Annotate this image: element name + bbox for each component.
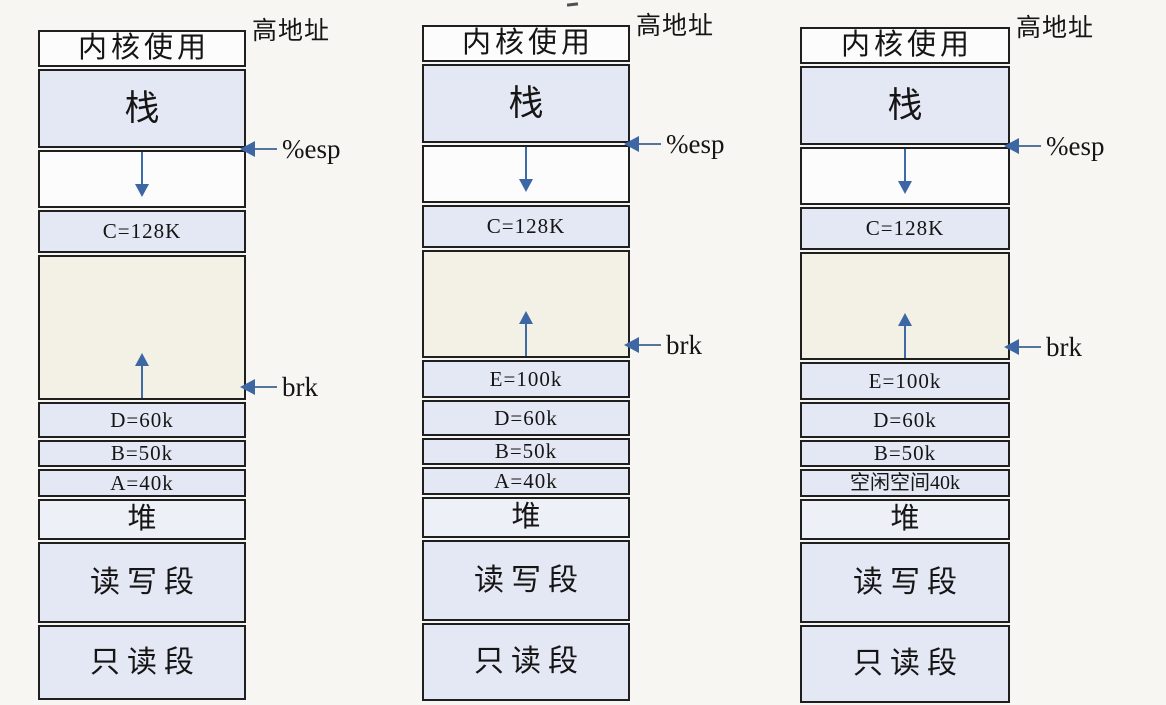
segment-e: E=100k	[422, 360, 630, 398]
segment-d: D=60k	[38, 402, 246, 438]
brk-arrow-icon	[1004, 339, 1019, 355]
segment-stack: 栈	[800, 66, 1010, 145]
esp-label: %esp	[666, 128, 725, 159]
brk-pointer: brk	[240, 372, 318, 402]
segment-a: A=40k	[38, 469, 246, 497]
esp-arrow-icon	[240, 141, 255, 157]
esp-pointer: %esp	[1004, 131, 1104, 161]
segment-b: B=50k	[800, 440, 1010, 467]
heap-growth-up-arrow-icon	[135, 353, 149, 398]
high-address-label: 高地址	[636, 13, 715, 40]
stack-growth-down-arrow-icon	[519, 147, 533, 192]
segment-read-only: 只读段	[38, 625, 246, 700]
memory-stack-2: 内核使用 栈 C=128K E=100k D=60k B=50k A=40k 堆…	[422, 25, 630, 701]
segment-kernel: 内核使用	[422, 25, 630, 62]
brk-label: brk	[282, 371, 318, 402]
segment-e: E=100k	[800, 362, 1010, 400]
segment-b: B=50k	[38, 440, 246, 467]
memory-snapshot-2: 高地址 内核使用 栈 C=128K E=100k D=60k B=50k A=4…	[422, 13, 802, 701]
heap-growth-up-arrow-icon	[898, 313, 912, 358]
free-space-region	[38, 255, 246, 400]
segment-free-space-40k: 空闲空间40k	[800, 469, 1010, 497]
esp-label: %esp	[1046, 130, 1105, 161]
free-space-region	[800, 252, 1010, 360]
segment-c: C=128K	[422, 205, 630, 248]
high-address-label: 高地址	[1016, 15, 1095, 42]
esp-arrow-icon	[1004, 138, 1019, 154]
segment-c: C=128K	[38, 210, 246, 253]
brk-arrow-icon	[624, 337, 639, 353]
memory-snapshot-3: 高地址 内核使用 栈 C=128K E=100k D=60k B=50k 空闲空…	[800, 15, 1166, 703]
segment-read-write: 读写段	[422, 540, 630, 621]
segment-read-write: 读写段	[38, 542, 246, 623]
brk-pointer: brk	[1004, 332, 1082, 362]
scan-artifact-dash	[566, 2, 579, 7]
brk-pointer: brk	[624, 330, 702, 360]
stack-growth-down-arrow-icon	[135, 152, 149, 197]
segment-heap: 堆	[38, 499, 246, 540]
stack-growth-region	[800, 147, 1010, 205]
stack-growth-region	[38, 150, 246, 208]
esp-label: %esp	[282, 133, 341, 164]
segment-read-write: 读写段	[800, 542, 1010, 623]
segment-heap: 堆	[422, 497, 630, 538]
segment-read-only: 只读段	[800, 625, 1010, 703]
free-space-region	[422, 250, 630, 358]
segment-d: D=60k	[800, 402, 1010, 438]
segment-b: B=50k	[422, 438, 630, 465]
stack-growth-region	[422, 145, 630, 203]
segment-a: A=40k	[422, 467, 630, 495]
esp-arrow-icon	[624, 136, 639, 152]
memory-snapshot-1: 高地址 内核使用 栈 C=128K D=60k B=50k A=40k 堆 读写…	[38, 18, 418, 700]
stack-growth-down-arrow-icon	[898, 149, 912, 194]
segment-read-only: 只读段	[422, 623, 630, 701]
segment-stack: 栈	[422, 64, 630, 143]
memory-stack-3: 内核使用 栈 C=128K E=100k D=60k B=50k 空闲空间40k…	[800, 27, 1010, 703]
segment-stack: 栈	[38, 69, 246, 148]
esp-pointer: %esp	[624, 129, 724, 159]
brk-label: brk	[1046, 331, 1082, 362]
segment-kernel: 内核使用	[800, 27, 1010, 64]
segment-d: D=60k	[422, 400, 630, 436]
memory-stack-1: 内核使用 栈 C=128K D=60k B=50k A=40k 堆 读写段 只读…	[38, 30, 246, 700]
segment-kernel: 内核使用	[38, 30, 246, 67]
brk-label: brk	[666, 329, 702, 360]
brk-arrow-icon	[240, 379, 255, 395]
heap-growth-up-arrow-icon	[519, 311, 533, 356]
high-address-label: 高地址	[252, 18, 331, 45]
esp-pointer: %esp	[240, 134, 340, 164]
segment-heap: 堆	[800, 499, 1010, 540]
segment-c: C=128K	[800, 207, 1010, 250]
